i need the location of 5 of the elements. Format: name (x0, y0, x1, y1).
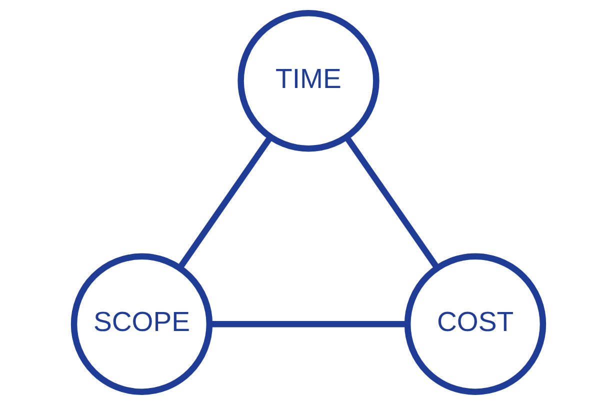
node-circle: TIME (237, 10, 379, 152)
connector (344, 136, 440, 270)
node-circle: SCOPE (70, 253, 212, 395)
node-circle: COST (404, 253, 546, 395)
connector (176, 136, 272, 270)
